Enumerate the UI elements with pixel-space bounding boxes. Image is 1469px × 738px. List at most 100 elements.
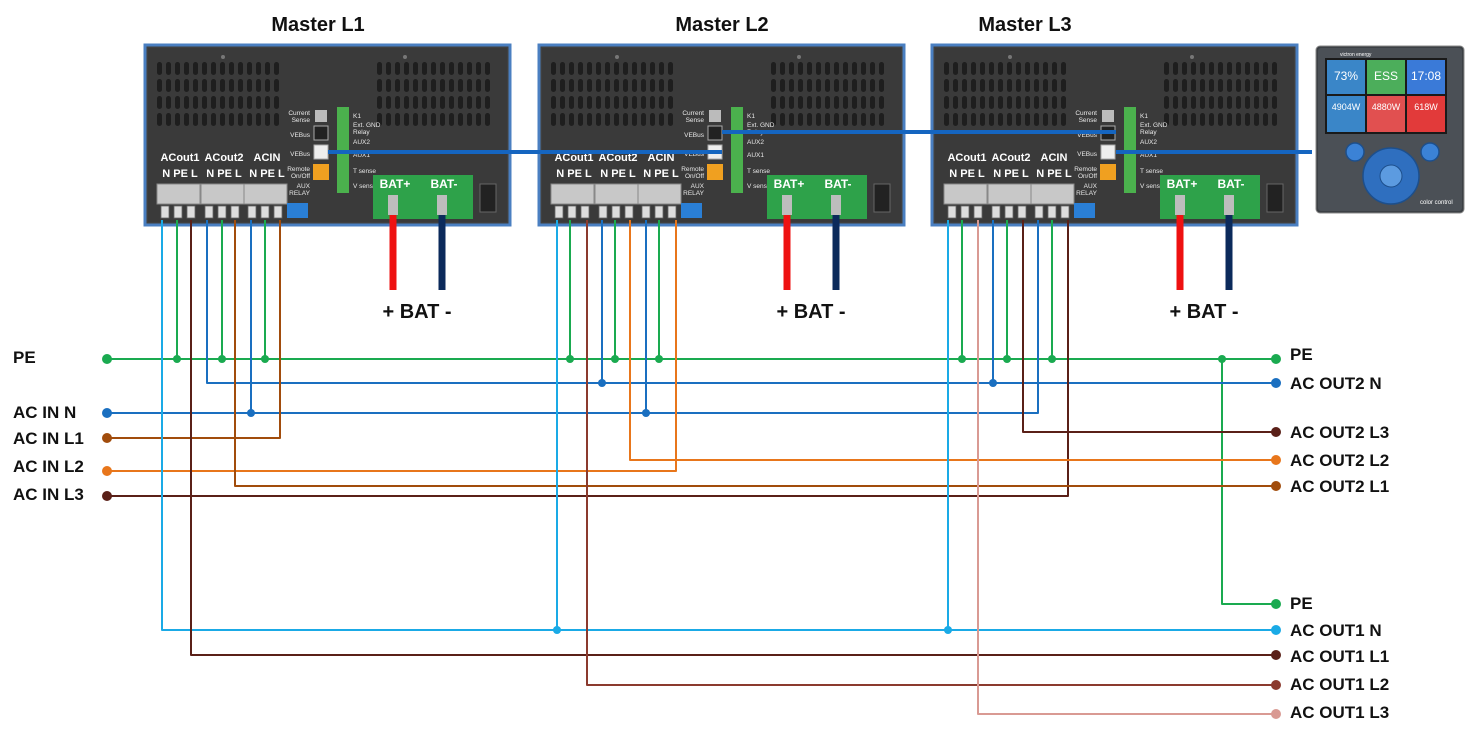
terminal-screw[interactable] bbox=[1060, 205, 1070, 219]
vebus-port[interactable] bbox=[313, 125, 329, 141]
port-label: VEBus bbox=[290, 132, 311, 139]
unit-title: Master L2 bbox=[675, 14, 768, 36]
vent-slot bbox=[166, 113, 171, 126]
vent-slot bbox=[395, 62, 400, 75]
right-wire-label: AC OUT2 L3 bbox=[1290, 423, 1389, 442]
vent-slot bbox=[238, 113, 243, 126]
terminal-screw[interactable] bbox=[960, 205, 970, 219]
terminal-screw[interactable] bbox=[611, 205, 621, 219]
current-sense-port[interactable] bbox=[1102, 110, 1114, 122]
vent-slot bbox=[431, 62, 436, 75]
vent-slot bbox=[274, 62, 279, 75]
remote-on-off-terminal[interactable] bbox=[1100, 164, 1116, 180]
vent-slot bbox=[1164, 62, 1169, 75]
terminal-screw[interactable] bbox=[186, 205, 196, 219]
terminal-pin-labels: N PE L bbox=[993, 168, 1029, 180]
terminal-screw[interactable] bbox=[217, 205, 227, 219]
remote-on-off-terminal[interactable] bbox=[313, 164, 329, 180]
terminal-screw[interactable] bbox=[1017, 205, 1027, 219]
vent-slot bbox=[440, 96, 445, 109]
right-wire-label: AC OUT1 L1 bbox=[1290, 647, 1389, 666]
terminal-screw[interactable] bbox=[160, 205, 170, 219]
terminal-screw[interactable] bbox=[554, 205, 564, 219]
terminal-screw[interactable] bbox=[973, 205, 983, 219]
vent-slot bbox=[578, 79, 583, 92]
vebus-port[interactable] bbox=[1100, 144, 1116, 160]
terminal-label: K1 bbox=[747, 113, 755, 120]
relay-terminal-strip[interactable] bbox=[731, 107, 743, 193]
power-switch[interactable] bbox=[479, 183, 497, 213]
vent-slot bbox=[202, 96, 207, 109]
terminal-screw[interactable] bbox=[204, 205, 214, 219]
vent-slot bbox=[247, 79, 252, 92]
terminal-screw[interactable] bbox=[260, 205, 270, 219]
vent-slot bbox=[962, 113, 967, 126]
vent-slot bbox=[1007, 62, 1012, 75]
gx-center-button[interactable] bbox=[1379, 164, 1403, 188]
vent-slot bbox=[476, 96, 481, 109]
terminal-screw[interactable] bbox=[598, 205, 608, 219]
gx-tile-ac-load bbox=[1367, 96, 1405, 132]
aux-relay-terminal[interactable] bbox=[681, 203, 702, 218]
power-switch[interactable] bbox=[1266, 183, 1284, 213]
vent-slot bbox=[861, 96, 866, 109]
terminal-label: V sense bbox=[353, 183, 377, 190]
port-label: RELAY bbox=[683, 190, 704, 197]
vent-slot bbox=[1025, 79, 1030, 92]
vent-slot bbox=[551, 62, 556, 75]
terminal-screw[interactable] bbox=[273, 205, 283, 219]
terminal-label: V sense bbox=[747, 183, 771, 190]
right-wire-label: AC OUT1 L2 bbox=[1290, 675, 1389, 694]
vent-slot bbox=[1007, 96, 1012, 109]
vent-slot bbox=[386, 79, 391, 92]
bat-minus-terminal bbox=[428, 175, 473, 219]
terminal-screw[interactable] bbox=[173, 205, 183, 219]
remote-on-off-terminal[interactable] bbox=[707, 164, 723, 180]
gx-left-button[interactable] bbox=[1345, 142, 1365, 162]
vent-slot bbox=[1016, 79, 1021, 92]
right-wire-label: AC OUT1 N bbox=[1290, 621, 1382, 640]
vent-slot bbox=[377, 79, 382, 92]
terminal-screw[interactable] bbox=[1047, 205, 1057, 219]
terminal-screw[interactable] bbox=[667, 205, 677, 219]
current-sense-port[interactable] bbox=[709, 110, 721, 122]
bat-minus-label: BAT- bbox=[1217, 177, 1244, 191]
terminal-screw[interactable] bbox=[947, 205, 957, 219]
vebus-port[interactable] bbox=[707, 125, 723, 141]
aux-relay-terminal[interactable] bbox=[287, 203, 308, 218]
ac-out1-l3-terminal bbox=[1271, 709, 1281, 719]
vent-slot bbox=[467, 62, 472, 75]
gx-tile-dc bbox=[1407, 96, 1445, 132]
terminal-block bbox=[1030, 183, 1075, 205]
vent-slot bbox=[834, 62, 839, 75]
vent-slot bbox=[1272, 113, 1277, 126]
terminal-screw[interactable] bbox=[654, 205, 664, 219]
port-label: On/Off bbox=[685, 173, 704, 180]
terminal-screw[interactable] bbox=[247, 205, 257, 219]
terminal-screw[interactable] bbox=[567, 205, 577, 219]
aux-relay-terminal[interactable] bbox=[1074, 203, 1095, 218]
vent-slot bbox=[668, 62, 673, 75]
vent-slot bbox=[852, 113, 857, 126]
terminal-screw[interactable] bbox=[1004, 205, 1014, 219]
vent-slot bbox=[404, 113, 409, 126]
current-sense-port[interactable] bbox=[315, 110, 327, 122]
gx-right-button[interactable] bbox=[1420, 142, 1440, 162]
terminal-screw[interactable] bbox=[230, 205, 240, 219]
terminal-screw[interactable] bbox=[641, 205, 651, 219]
terminal-screw[interactable] bbox=[580, 205, 590, 219]
port-label: Sense bbox=[292, 117, 311, 124]
terminal-screw[interactable] bbox=[1034, 205, 1044, 219]
vent-slot bbox=[623, 113, 628, 126]
terminal-screw[interactable] bbox=[624, 205, 634, 219]
vent-slot bbox=[1182, 96, 1187, 109]
power-switch[interactable] bbox=[873, 183, 891, 213]
terminal-screw[interactable] bbox=[991, 205, 1001, 219]
vent-slot bbox=[256, 113, 261, 126]
vent-slot bbox=[1173, 113, 1178, 126]
terminal-group-label: ACout2 bbox=[204, 152, 243, 164]
vebus-port[interactable] bbox=[313, 144, 329, 160]
bat-plus-label: BAT+ bbox=[774, 177, 805, 191]
left-wire-label: AC IN L2 bbox=[13, 457, 84, 476]
